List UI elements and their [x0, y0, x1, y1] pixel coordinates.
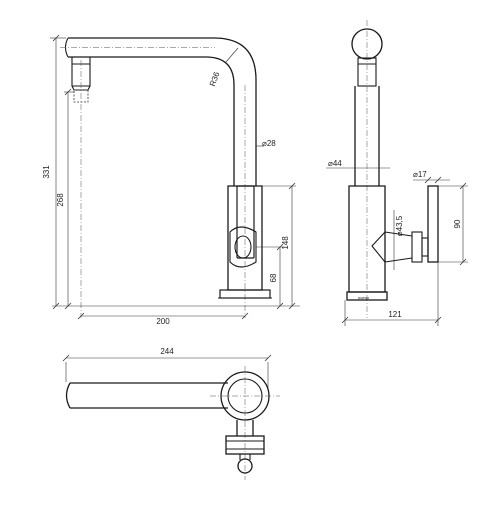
- front-lever-rod: [427, 185, 439, 263]
- dim-base-diameter: ⌀43,5: [395, 215, 404, 236]
- dim-column-diameter: ⌀44: [328, 159, 342, 168]
- dim-lever-height: 68: [269, 273, 278, 282]
- front-view: pqeqo ⌀44 ⌀17 ⌀43,5 90 121: [326, 20, 468, 326]
- dim-tube-diameter: ⌀28: [262, 139, 276, 148]
- lever-pivot-inner: [234, 235, 252, 259]
- top-lever: [236, 420, 254, 436]
- dim-body-height: 148: [281, 236, 290, 250]
- top-lever-knob: [237, 458, 253, 474]
- front-lever-cone: [371, 231, 413, 263]
- dim-lever-length: 90: [453, 219, 462, 228]
- spout-tube: [68, 37, 257, 186]
- front-lever: [411, 231, 423, 263]
- top-view: 244: [62, 347, 280, 480]
- dim-spout-height: 268: [56, 193, 65, 207]
- dim-depth: 121: [388, 310, 402, 319]
- front-column: [354, 86, 380, 186]
- top-spout-arm: [65, 382, 228, 409]
- dim-total-height: 331: [42, 165, 51, 179]
- spout-nozzle: [64, 37, 91, 91]
- front-base: [346, 291, 388, 301]
- dim-bend-radius: R36: [208, 70, 222, 87]
- dim-width: 244: [160, 347, 174, 356]
- dim-lever-diameter: ⌀17: [413, 170, 427, 179]
- side-view: 331 268 200 148 68 R36 ⌀28: [42, 34, 300, 326]
- lever-pivot: [229, 226, 257, 268]
- top-lever-block: [225, 435, 265, 455]
- svg-text:pqeqo: pqeqo: [358, 295, 370, 300]
- top-lever-tip: [239, 454, 251, 460]
- dim-spout-reach: 200: [156, 317, 170, 326]
